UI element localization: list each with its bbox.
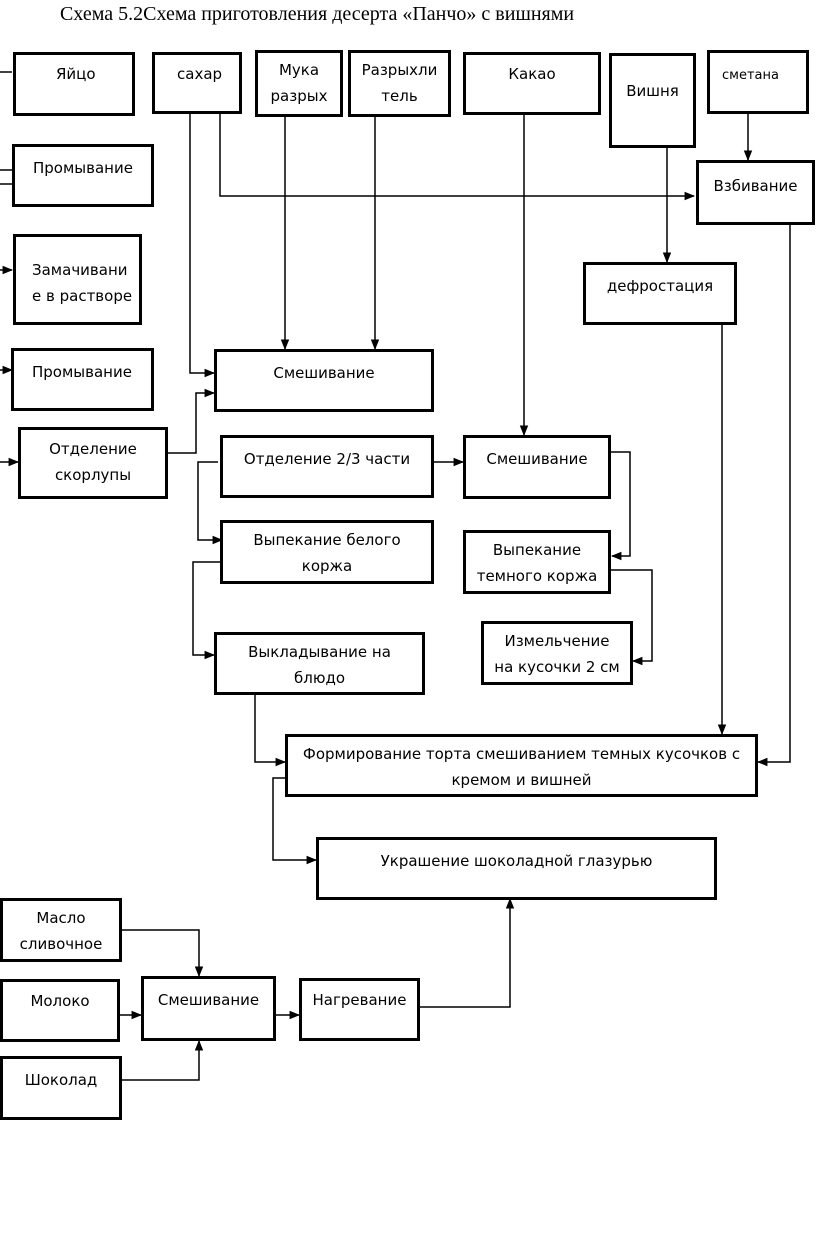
box-shell-removal: Отделение скорлупы [18, 427, 168, 499]
arrow-chocolate-to-mix3 [122, 1039, 204, 1081]
box-baking-powder: Разрыхли тель [348, 50, 451, 117]
arrow-bake-dark-to-chop [610, 569, 653, 666]
box-form-cake: Формирование торта смешиванием темных ку… [285, 734, 758, 797]
box-separate-two-thirds: Отделение 2/3 части [220, 435, 434, 498]
box-sugar: сахар [152, 52, 242, 114]
arrow-whip-to-form [756, 225, 791, 767]
arrow-to-bake-white [197, 461, 224, 545]
box-chocolate: Шоколад [0, 1056, 122, 1120]
box-mix-1: Смешивание [214, 349, 434, 412]
box-egg: Яйцо [13, 52, 135, 116]
arrow-butter-to-mix3 [122, 929, 204, 978]
box-cocoa: Какао [463, 52, 601, 115]
box-heat: Нагревание [299, 978, 420, 1041]
box-whip: Взбивание [696, 160, 815, 225]
box-bake-dark: Выпекание темного коржа [463, 530, 611, 594]
box-butter: Масло сливочное [0, 898, 122, 962]
arrow-bake-white-to-layout [192, 561, 220, 660]
diagram-title: Схема 5.2Схема приготовления десерта «Па… [60, 3, 575, 25]
arrow-shell-to-mix1 [168, 388, 216, 454]
box-cherry: Вишня [609, 53, 696, 148]
box-mix-3: Смешивание [141, 976, 276, 1041]
box-milk: Молоко [0, 979, 120, 1042]
box-defrost: дефростация [583, 262, 737, 325]
stub-rinse1 [0, 169, 12, 185]
box-soak: Замачивани е в растворе [13, 234, 142, 325]
box-mix-2: Смешивание [463, 435, 611, 499]
box-flour: Мука разрых [255, 50, 343, 117]
arrow-sugar-to-mix1 [189, 112, 216, 378]
box-bake-white: Выпекание белого коржа [220, 520, 434, 584]
arrow-mix2-to-bake-dark [610, 451, 631, 561]
box-rinse-1: Промывание [12, 144, 154, 207]
box-lay-out: Выкладывание на блюдо [214, 632, 425, 695]
box-decorate: Украшение шоколадной глазурью [316, 837, 717, 900]
box-chop: Измельчение на кусочки 2 см [481, 621, 633, 685]
box-sour-cream: сметана [707, 50, 809, 114]
arrow-layout-to-form [254, 695, 287, 767]
arrow-form-to-decorate [272, 777, 318, 865]
box-rinse-2: Промывание [11, 348, 154, 411]
arrow-sourcream-to-whip [743, 109, 753, 162]
arrow-heat-to-decorate [420, 897, 515, 1008]
